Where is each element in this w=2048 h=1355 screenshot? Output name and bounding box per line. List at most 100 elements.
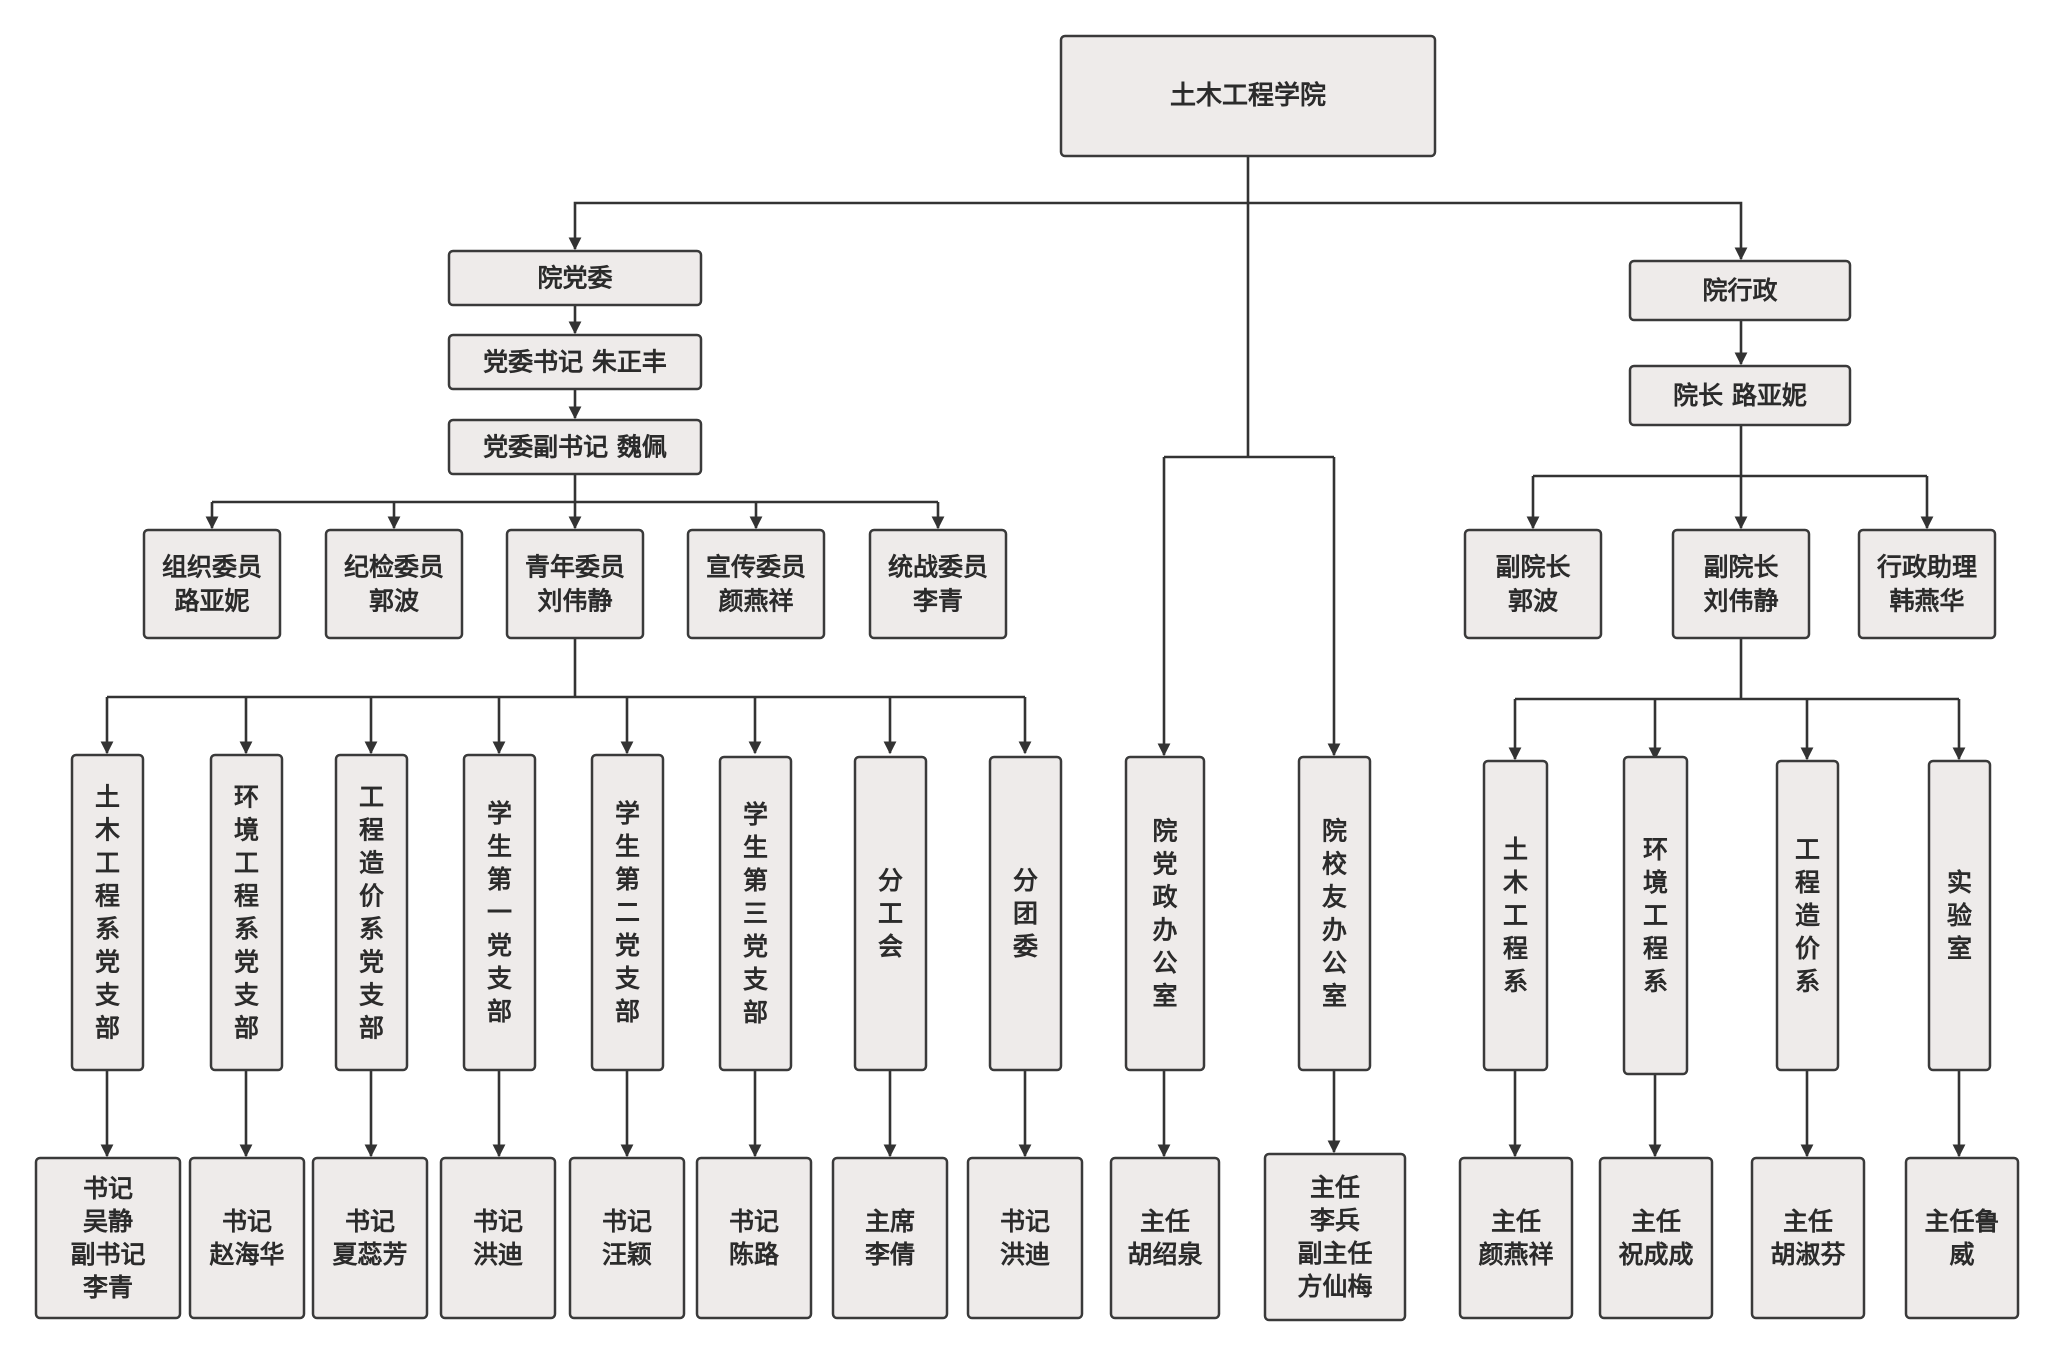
- node-box: [1622, 755, 1689, 1076]
- node-label: 系: [1503, 967, 1528, 996]
- node-label: 木: [1502, 868, 1528, 897]
- node-label: 宣传委员: [706, 553, 806, 582]
- node-box: [1671, 528, 1811, 640]
- node-box: [1927, 759, 1992, 1072]
- node-label: 李青: [913, 587, 963, 616]
- node-label: 洪迪: [1000, 1240, 1050, 1269]
- connector-lines: [100, 156, 1966, 1158]
- node-label: 学: [743, 800, 768, 829]
- node-label: 土: [1503, 835, 1528, 864]
- node-label: 第: [743, 866, 768, 895]
- node-label: 环: [1643, 835, 1668, 864]
- node-box: [209, 753, 284, 1072]
- node-label: 洪迪: [473, 1240, 523, 1269]
- node-label: 院行政: [1702, 276, 1778, 305]
- node-label: 程: [95, 882, 120, 911]
- node-label: 三: [743, 899, 768, 928]
- node-box: [311, 1156, 429, 1320]
- node-label: 组织委员: [162, 553, 262, 582]
- node-label: 书记: [83, 1174, 133, 1203]
- node-box: [695, 1156, 813, 1320]
- node-box: [568, 1156, 686, 1320]
- node-label: 境: [1643, 868, 1668, 897]
- node-label: 室: [1152, 982, 1177, 1011]
- node-label: 程: [234, 882, 259, 911]
- node-box: [853, 755, 928, 1072]
- node-label: 书记: [473, 1207, 523, 1236]
- node-box: [505, 528, 645, 640]
- node-label: 程: [1503, 934, 1528, 963]
- node-label: 青年委员: [525, 553, 625, 582]
- node-label: 造: [359, 849, 384, 878]
- node-label: 吴静: [83, 1207, 133, 1236]
- node-label: 郭波: [369, 587, 420, 616]
- node-label: 李青: [83, 1273, 133, 1302]
- node-label: 党: [359, 948, 384, 977]
- node-label: 党: [1152, 850, 1177, 879]
- node-label: 办: [1322, 916, 1347, 945]
- node-label: 刘伟静: [537, 587, 612, 616]
- node-label: 土: [95, 783, 120, 812]
- node-label: 部: [359, 1014, 384, 1043]
- node-label: 价: [359, 882, 385, 911]
- node-box: [831, 1156, 949, 1320]
- node-label: 二: [615, 898, 640, 927]
- node-label: 部: [615, 997, 640, 1026]
- node-label: 生: [743, 833, 768, 862]
- connector-arrow: [568, 201, 1248, 251]
- node-label: 支: [95, 981, 120, 1010]
- node-label: 党: [95, 948, 120, 977]
- node-label: 支: [743, 965, 768, 994]
- node-label: 实: [1947, 868, 1972, 897]
- node-label: 木: [94, 816, 120, 845]
- node-label: 刘伟静: [1703, 587, 1778, 616]
- node-label: 胡绍泉: [1127, 1240, 1202, 1269]
- node-label: 党: [743, 932, 768, 961]
- node-label: 主任: [1783, 1207, 1833, 1236]
- node-box: [1598, 1156, 1714, 1320]
- node-box: [70, 753, 145, 1072]
- node-label: 支: [487, 964, 512, 993]
- node-box: [1628, 259, 1852, 322]
- node-box: [188, 1156, 306, 1320]
- node-label: 办: [1152, 916, 1177, 945]
- node-label: 学: [615, 799, 640, 828]
- node-label: 主席: [865, 1207, 915, 1236]
- node-label: 副院长: [1495, 553, 1571, 582]
- node-label: 赵海华: [208, 1240, 284, 1269]
- node-label: 程: [359, 816, 384, 845]
- node-party-sec: 党委书记 朱正丰: [447, 333, 703, 391]
- node-box: [439, 1156, 557, 1320]
- node-label: 程: [1643, 934, 1668, 963]
- node-label: 主任: [1631, 1207, 1681, 1236]
- node-label: 工: [1503, 901, 1528, 930]
- node-box: [1263, 1152, 1407, 1322]
- node-label: 土木工程学院: [1170, 80, 1326, 111]
- node-label: 主任: [1491, 1207, 1541, 1236]
- node-label: 院长 路亚妮: [1673, 381, 1807, 410]
- node-label: 院: [1152, 817, 1177, 846]
- node-label: 公: [1152, 949, 1177, 978]
- node-box: [1482, 759, 1549, 1072]
- node-label: 系: [1643, 967, 1668, 996]
- node-party-dep: 党委副书记 魏佩: [447, 418, 703, 476]
- node-label: 室: [1322, 982, 1347, 1011]
- node-label: 一: [487, 898, 512, 927]
- node-admin: 院行政: [1628, 259, 1852, 322]
- node-box: [1458, 1156, 1574, 1320]
- node-label: 价: [1795, 934, 1821, 963]
